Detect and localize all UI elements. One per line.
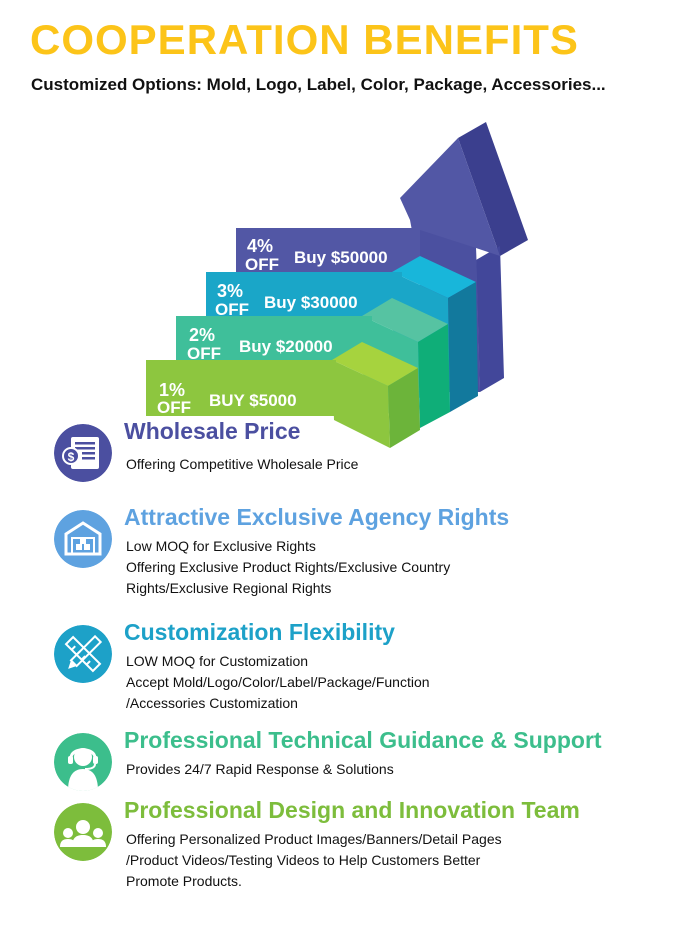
warehouse-icon [54,510,112,568]
benefit-design-innovation-team: Professional Design and Innovation Team … [54,797,654,889]
tier-1: 1% OFF BUY $5000 [157,380,297,417]
tier-3: 3% OFF Buy $30000 [215,281,358,319]
benefit-technical-support: Professional Technical Guidance & Suppor… [54,727,654,813]
pencil-ruler-icon [54,625,112,683]
step-top-2 [332,342,418,386]
headset-support-icon [54,733,112,791]
tier-1-label: BUY $5000 [209,391,297,410]
step-left-2 [332,360,390,448]
arrow-side [458,122,528,256]
benefit-customization-flexibility: Customization Flexibility LOW MOQ for Cu… [54,619,654,711]
team-icon [54,803,112,861]
benefit-title: Customization Flexibility [124,619,395,645]
benefit-title: Professional Design and Innovation Team [124,797,580,823]
dollar-document-icon: $ [54,424,112,482]
benefit-line: Promote Products. [126,873,242,889]
benefit-line: /Accessories Customization [126,695,298,711]
tier-3-percent: 3% [217,281,243,301]
tier-2: 2% OFF Buy $20000 [187,325,333,363]
step-front-4 [448,282,478,412]
benefit-line: Provides 24/7 Rapid Response & Solutions [126,761,394,777]
tier-1-percent: 1% [159,380,185,400]
benefit-exclusive-agency-rights: Attractive Exclusive Agency Rights Low M… [54,504,654,596]
benefit-title: Wholesale Price [124,418,301,444]
tier-4-off: OFF [245,255,279,274]
step-front-2 [388,368,420,448]
arrow-right-face [476,246,504,392]
benefit-line: /Product Videos/Testing Videos to Help C… [126,852,481,868]
benefit-description: Provides 24/7 Rapid Response & Solutions [126,759,394,780]
benefit-line: Offering Personalized Product Images/Ban… [126,831,502,847]
benefit-wholesale-price: $ Wholesale Price Offering Competitive W… [54,418,654,504]
tier-2-percent: 2% [189,325,215,345]
benefit-line: Offering Exclusive Product Rights/Exclus… [126,559,451,575]
benefit-line: Offering Competitive Wholesale Price [126,456,359,472]
page-subtitle: Customized Options: Mold, Logo, Label, C… [31,75,606,94]
tier-4-percent: 4% [247,236,273,256]
tier-bar-3 [206,272,402,316]
tier-4-label: Buy $50000 [294,248,388,267]
tier-1-off: OFF [157,398,191,417]
benefit-description: Offering Personalized Product Images/Ban… [126,829,502,892]
benefit-line: Accept Mold/Logo/Color/Label/Package/Fun… [126,674,430,690]
benefit-line: Rights/Exclusive Regional Rights [126,580,332,596]
step-front-3 [418,324,450,428]
tier-3-label: Buy $30000 [264,293,358,312]
step-top-4 [392,256,476,298]
benefit-description: Offering Competitive Wholesale Price [126,454,358,475]
tier-2-label: Buy $20000 [239,337,333,356]
benefit-line: LOW MOQ for Customization [126,653,309,669]
benefit-title: Professional Technical Guidance & Suppor… [124,727,602,753]
page-title: COOPERATION BENEFITS [30,16,579,63]
benefit-description: LOW MOQ for Customization Accept Mold/Lo… [126,651,430,714]
step-top-3 [362,298,448,342]
svg-text:$: $ [68,450,75,464]
tier-3-off: OFF [215,300,249,319]
tier-2-off: OFF [187,344,221,363]
tier-bar-4 [236,228,420,272]
tier-4: 4% OFF Buy $50000 [245,236,388,274]
benefit-description: Low MOQ for Exclusive Rights Offering Ex… [126,536,450,599]
tier-bar-2 [176,316,372,360]
tier-bar-1 [146,360,336,416]
benefit-title: Attractive Exclusive Agency Rights [124,504,510,530]
benefit-line: Low MOQ for Exclusive Rights [126,538,316,554]
discount-staircase: 4% OFF Buy $50000 3% OFF Buy $30000 2% O… [146,122,528,448]
